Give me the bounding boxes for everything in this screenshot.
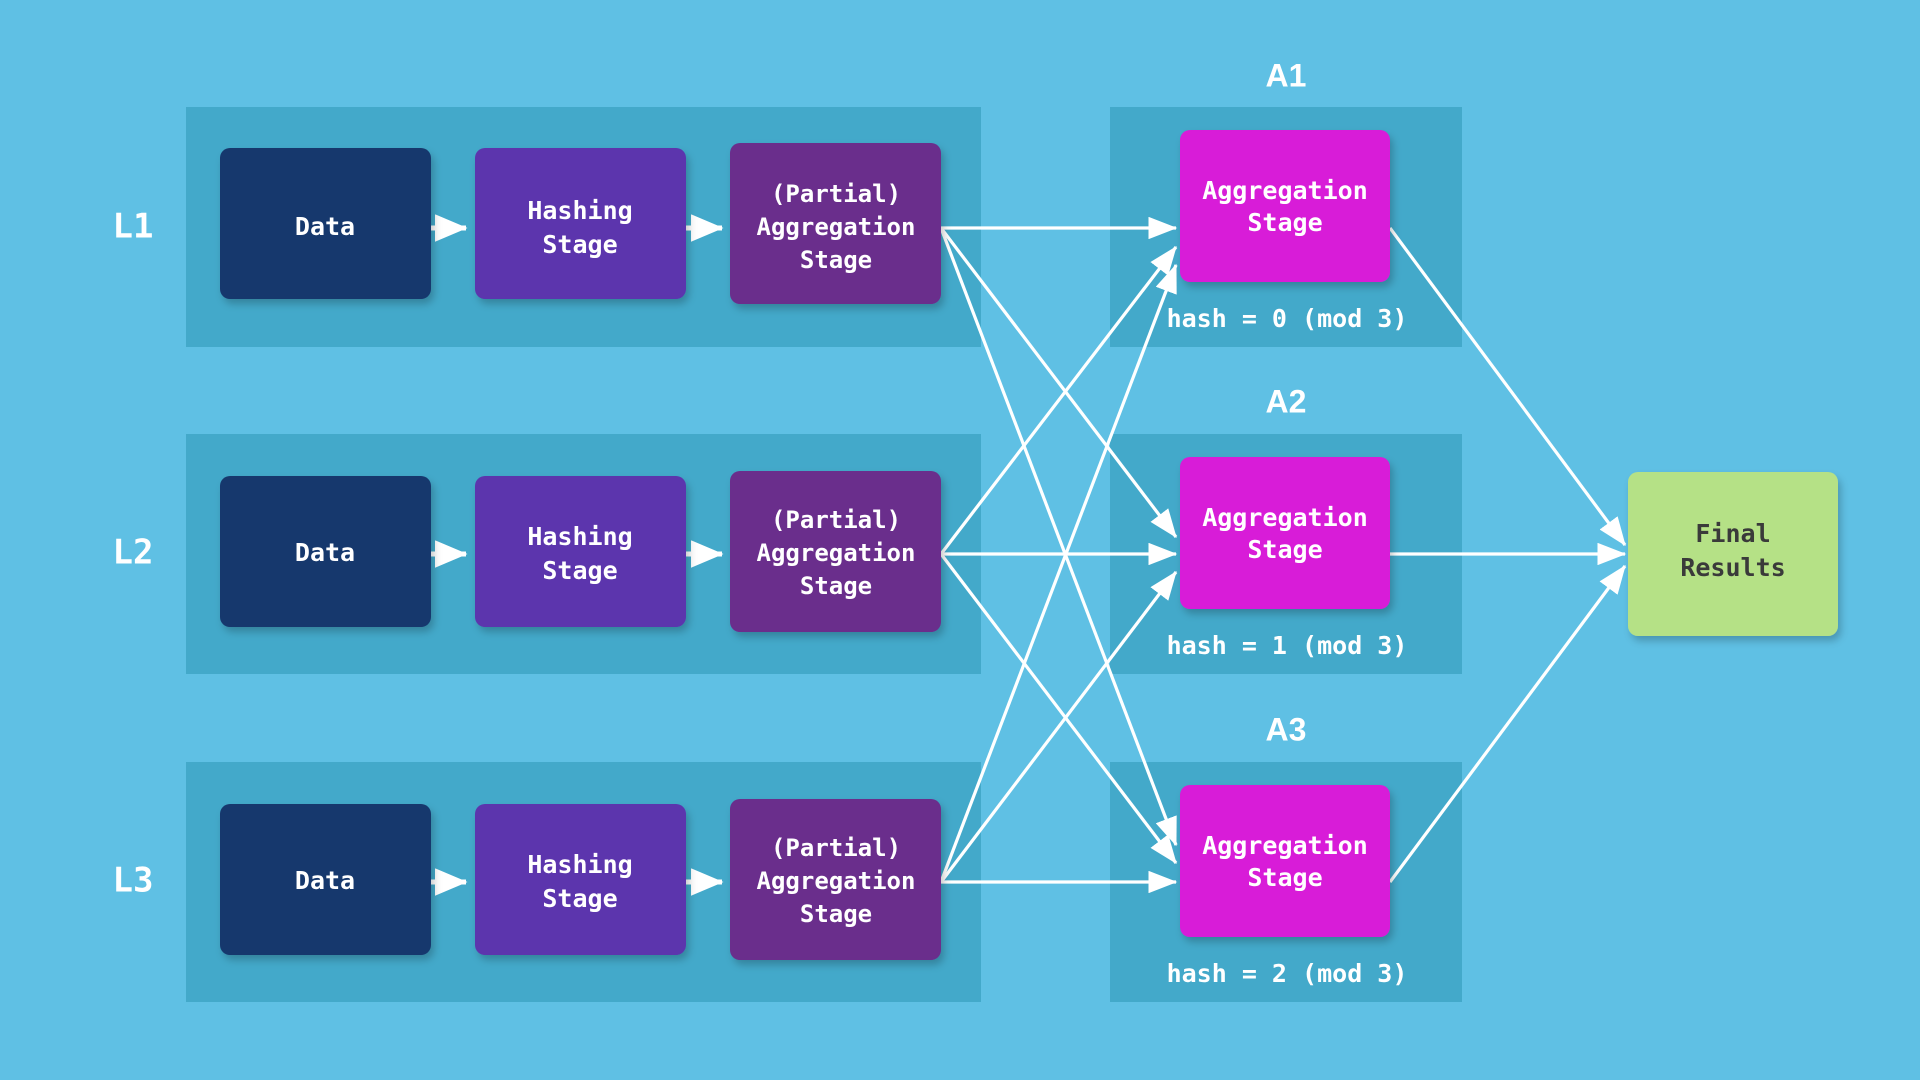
node-L3-data-label: Data <box>295 866 355 895</box>
lane-label-L3: L3 <box>113 861 154 901</box>
node-final-label-2: Results <box>1680 553 1785 582</box>
node-L3-hashing[interactable]: Hashing Stage <box>475 804 686 955</box>
node-L2-data[interactable]: Data <box>220 476 431 627</box>
node-L1-partial[interactable]: (Partial) Aggregation Stage <box>730 143 941 304</box>
node-L3-hashing-label-1: Hashing <box>527 850 632 879</box>
node-L2-partial-label-1: (Partial) <box>771 506 901 534</box>
hash-note-A2: hash = 1 (mod 3) <box>1167 631 1408 660</box>
node-L1-hashing-label-2: Stage <box>542 230 617 259</box>
hash-note-A1: hash = 0 (mod 3) <box>1167 304 1408 333</box>
edge-L3-partial-to-A2 <box>939 570 1178 883</box>
node-A3-label-1: Aggregation <box>1202 831 1368 860</box>
edge-L2-partial-to-A3 <box>939 553 1178 865</box>
agroup-title-A3: A3 <box>1266 711 1307 747</box>
node-L1-data-label: Data <box>295 212 355 241</box>
edge-L2-partial-to-A1 <box>939 245 1178 555</box>
edge-A1-to-final <box>1388 227 1627 547</box>
node-L1-partial-label-1: (Partial) <box>771 180 901 208</box>
node-L3-partial-label-3: Stage <box>800 900 872 928</box>
agroup-title-A2: A2 <box>1266 383 1307 419</box>
node-A2-label-2: Stage <box>1247 535 1322 564</box>
edge-L1-partial-to-A3 <box>939 227 1178 847</box>
node-L1-data[interactable]: Data <box>220 148 431 299</box>
node-A1-label-1: Aggregation <box>1202 176 1368 205</box>
node-L3-hashing-label-2: Stage <box>542 884 617 913</box>
node-A2-label-1: Aggregation <box>1202 503 1368 532</box>
node-A3-label-2: Stage <box>1247 863 1322 892</box>
node-L1-hashing[interactable]: Hashing Stage <box>475 148 686 299</box>
node-L3-data[interactable]: Data <box>220 804 431 955</box>
node-L2-partial-label-3: Stage <box>800 572 872 600</box>
node-L2-hashing[interactable]: Hashing Stage <box>475 476 686 627</box>
node-L1-partial-label-3: Stage <box>800 246 872 274</box>
node-A2-aggregation[interactable]: Aggregation Stage <box>1180 457 1390 609</box>
edge-A3-to-final <box>1388 564 1627 883</box>
node-L2-partial[interactable]: (Partial) Aggregation Stage <box>730 471 941 632</box>
hash-note-A3: hash = 2 (mod 3) <box>1167 959 1408 988</box>
node-final-label-1: Final <box>1695 519 1770 548</box>
node-A3-aggregation[interactable]: Aggregation Stage <box>1180 785 1390 937</box>
node-L2-hashing-label-1: Hashing <box>527 522 632 551</box>
node-L1-hashing-label-1: Hashing <box>527 196 632 225</box>
agroup-title-A1: A1 <box>1266 57 1307 93</box>
lane-label-L2: L2 <box>113 533 154 573</box>
edge-L3-partial-to-A1 <box>939 263 1178 883</box>
node-L2-partial-label-2: Aggregation <box>757 539 916 567</box>
node-A1-aggregation[interactable]: Aggregation Stage <box>1180 130 1390 282</box>
edge-L1-partial-to-A2 <box>939 227 1178 539</box>
node-L3-partial[interactable]: (Partial) Aggregation Stage <box>730 799 941 960</box>
node-L2-hashing-label-2: Stage <box>542 556 617 585</box>
lane-label-L1: L1 <box>113 207 154 247</box>
node-L3-partial-label-1: (Partial) <box>771 834 901 862</box>
node-A1-label-2: Stage <box>1247 208 1322 237</box>
node-L1-partial-label-2: Aggregation <box>757 213 916 241</box>
node-final-results[interactable]: Final Results <box>1628 472 1838 636</box>
node-L3-partial-label-2: Aggregation <box>757 867 916 895</box>
node-L2-data-label: Data <box>295 538 355 567</box>
